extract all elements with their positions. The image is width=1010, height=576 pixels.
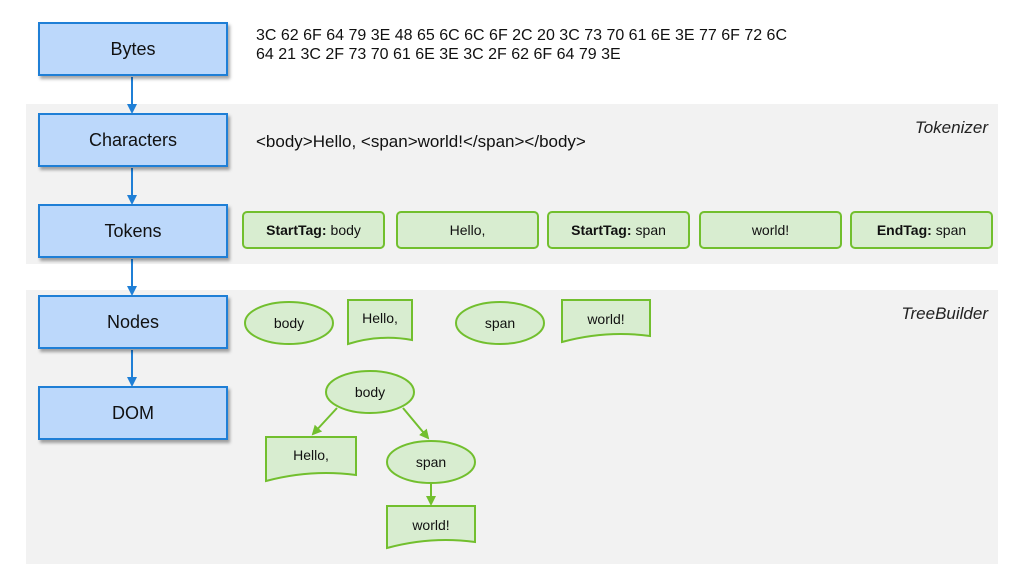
dom-hello-label: Hello, — [293, 447, 329, 463]
token-text-hello: Hello, — [396, 211, 539, 249]
stage-dom: DOM — [38, 386, 228, 440]
stage-characters: Characters — [38, 113, 228, 167]
bytes-line-1: 3C 62 6F 64 79 3E 48 65 6C 6C 6F 2C 20 3… — [256, 27, 788, 44]
token-value: body — [330, 222, 361, 238]
tokenizer-label: Tokenizer — [914, 118, 988, 137]
bytes-hex: 3C 62 6F 64 79 3E 48 65 6C 6C 6F 2C 20 3… — [256, 26, 976, 64]
node-span-label: span — [485, 315, 515, 331]
dom-span-label: span — [416, 454, 446, 470]
edge-body-to-span — [402, 407, 430, 440]
node-hello-label: Hello, — [362, 310, 398, 326]
dom-world-node: world! — [386, 505, 476, 550]
dom-body-label: body — [355, 384, 385, 400]
token-kind: StartTag: — [571, 222, 632, 238]
dom-span-node: span — [386, 440, 476, 484]
token-kind: EndTag: — [876, 222, 932, 238]
node-world-label: world! — [586, 311, 624, 327]
dom-body-node: body — [325, 370, 415, 414]
characters-text: <body>Hello, <span>world!</span></body> — [256, 132, 586, 151]
token-value: span — [935, 222, 967, 238]
node-body: body — [244, 301, 334, 345]
edge-body-to-hello — [311, 407, 338, 436]
node-world-text: world! — [561, 299, 651, 344]
token-starttag-span: StartTag:span — [547, 211, 690, 249]
token-value: span — [635, 222, 666, 238]
token-kind: StartTag: — [266, 222, 327, 238]
token-starttag-body: StartTag:body — [242, 211, 385, 249]
token-value: world! — [751, 222, 790, 238]
node-span: span — [455, 301, 545, 345]
stage-nodes: Nodes — [38, 295, 228, 349]
dom-world-label: world! — [411, 517, 449, 533]
dom-hello-node: Hello, — [265, 436, 357, 483]
node-hello-text: Hello, — [347, 299, 413, 346]
token-text-world: world! — [699, 211, 842, 249]
bytes-line-2: 64 21 3C 2F 73 70 61 6E 3E 3C 2F 62 6F 6… — [256, 46, 621, 63]
token-endtag-span: EndTag:span — [850, 211, 993, 249]
stage-tokens: Tokens — [38, 204, 228, 258]
node-body-label: body — [274, 315, 304, 331]
token-value: Hello, — [449, 222, 486, 238]
treebuilder-label: TreeBuilder — [901, 304, 988, 323]
stage-bytes: Bytes — [38, 22, 228, 76]
